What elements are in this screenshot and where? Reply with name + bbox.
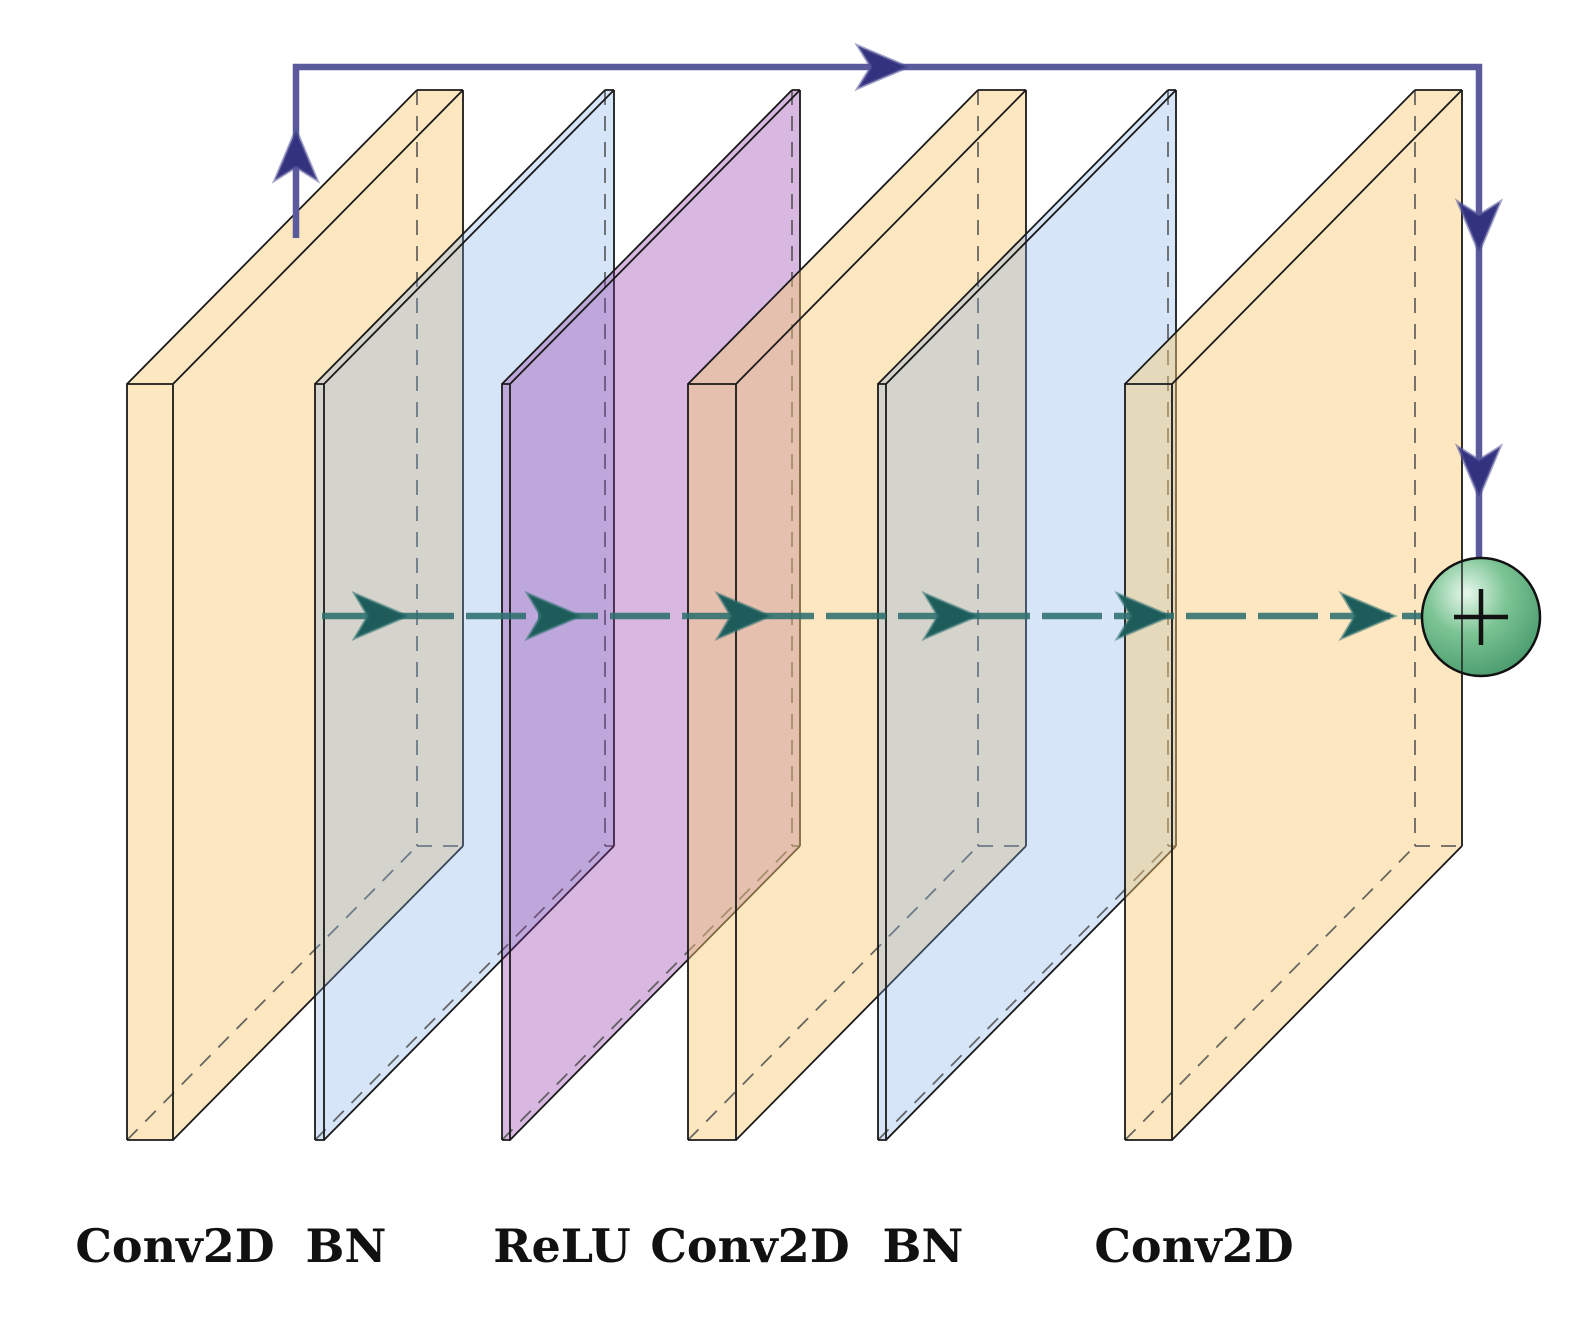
flow-arrow: [322, 590, 1424, 642]
slab-body: [315, 90, 614, 1140]
flow-arrowhead-icon: [1114, 590, 1174, 642]
slab-edges: [126, 89, 464, 1141]
layer-label-batchnorm-4: BN: [883, 1219, 964, 1273]
slab-edges: [687, 89, 1027, 1141]
flow-arrowhead-icon: [714, 590, 774, 642]
flow-arrowhead-icon: [524, 590, 584, 642]
slab-hidden-edges: [501, 90, 800, 1141]
slab-hidden-edges: [314, 90, 614, 1141]
layer-labels: Conv2D BN ReLU Conv2D BN Conv2D: [75, 1219, 1293, 1273]
layer-label-conv-0: Conv2D: [75, 1219, 274, 1273]
layer-label-conv-3: Conv2D: [650, 1219, 849, 1273]
plus-icon: [1454, 589, 1508, 645]
slab-edges: [314, 89, 615, 1141]
layer-slab-conv-0: [126, 89, 464, 1141]
layer-slab-batchnorm-1: [314, 89, 615, 1141]
layer-label-relu-2: ReLU: [493, 1219, 630, 1273]
slab-edges: [501, 89, 801, 1141]
slab-edges: [877, 89, 1177, 1141]
flow-arrowhead-icon: [351, 590, 411, 642]
slab-hidden-edges: [1124, 90, 1462, 1141]
slab-body: [127, 90, 463, 1140]
skip-arrowhead-icon: [271, 126, 321, 184]
slab-edges: [1124, 89, 1463, 1141]
layer-label-batchnorm-1: BN: [306, 1219, 387, 1273]
add-node: [1420, 556, 1542, 678]
slab-hidden-edges: [687, 90, 1026, 1141]
slab-hidden-edges: [126, 90, 463, 1141]
skip-arrowhead-icon: [854, 42, 912, 92]
flow-arrowhead-icon: [921, 590, 981, 642]
skip-connection-arrow: [271, 42, 1504, 560]
layer-label-conv-5: Conv2D: [1094, 1219, 1293, 1273]
skip-arrowhead-icon: [1454, 198, 1504, 256]
flow-arrowhead-icon: [1338, 590, 1398, 642]
skip-arrowhead-icon: [1454, 443, 1504, 501]
